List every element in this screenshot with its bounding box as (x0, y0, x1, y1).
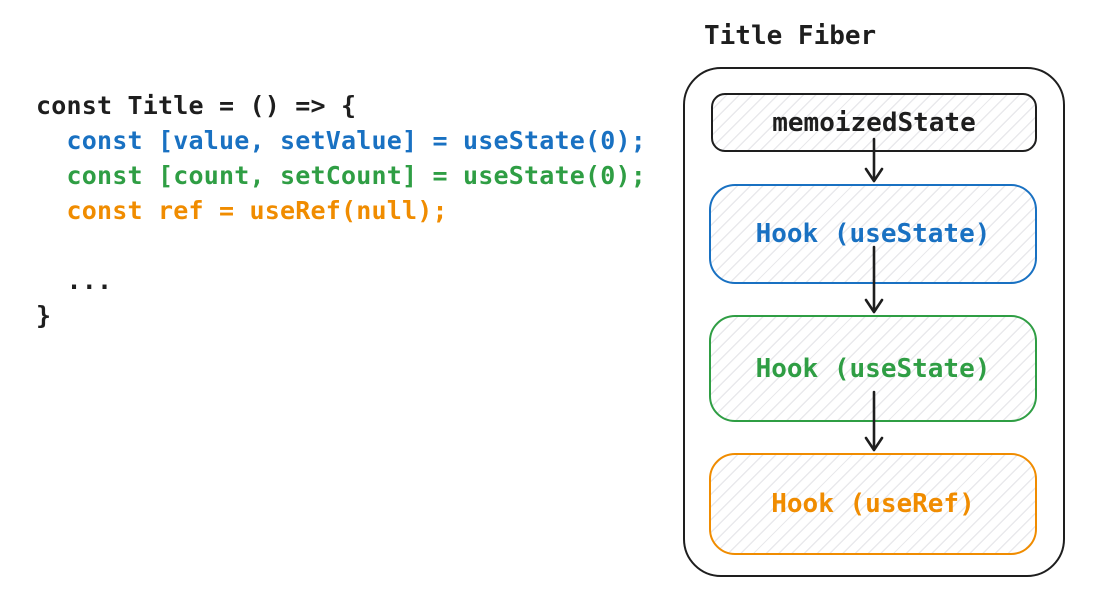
diagram-title: Title Fiber (704, 21, 877, 51)
code-line: const [value, setValue] = useState(0); (36, 126, 647, 155)
code-line: const Title = () => { (36, 91, 357, 120)
code-snippet: const Title = () => { const [value, setV… (36, 88, 646, 333)
node-label: Hook (useState) (755, 353, 991, 384)
node-hook-usestate-2: Hook (useState) (709, 315, 1037, 422)
code-line: } (36, 301, 52, 330)
code-line: const [count, setCount] = useState(0); (36, 161, 647, 190)
node-memoizedstate: memoizedState (711, 93, 1037, 152)
fiber-container: memoizedState Hook (useState) Hook (useS… (683, 67, 1065, 577)
code-line (36, 228, 646, 263)
node-label: memoizedState (772, 107, 976, 138)
node-hook-useref: Hook (useRef) (709, 453, 1037, 555)
node-label: Hook (useRef) (771, 489, 975, 519)
node-hook-usestate-1: Hook (useState) (709, 184, 1037, 284)
code-line: ... (36, 266, 113, 295)
node-label: Hook (useState) (755, 219, 991, 249)
code-line: const ref = useRef(null); (36, 196, 448, 225)
